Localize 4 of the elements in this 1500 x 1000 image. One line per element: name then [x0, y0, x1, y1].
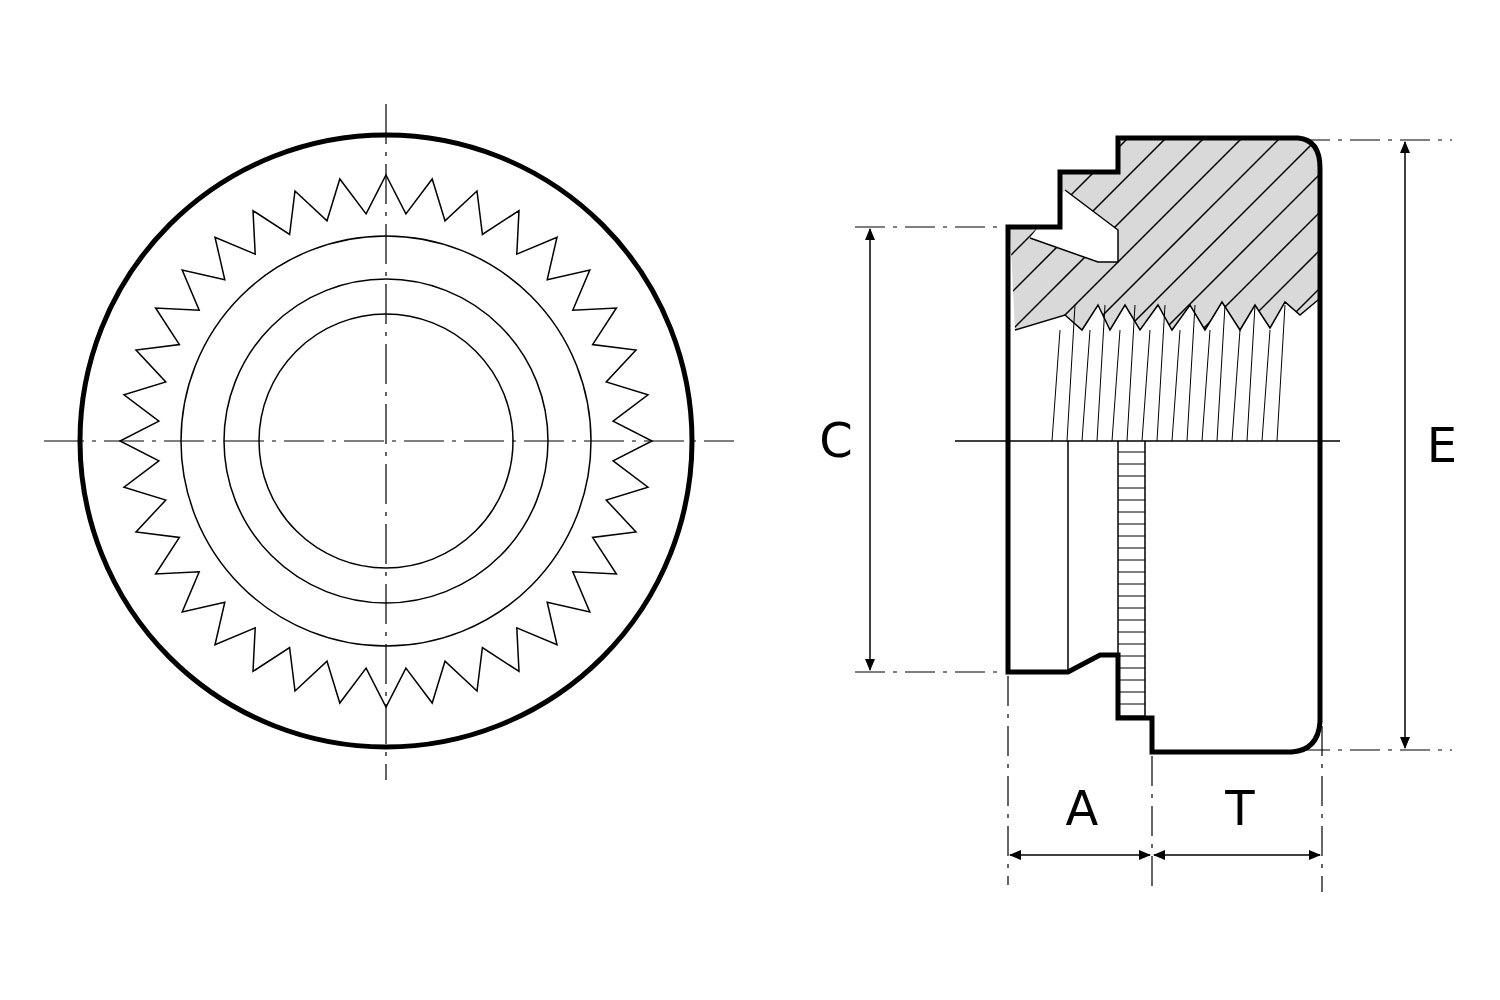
dimension-label: A — [1065, 784, 1099, 832]
dimension-label: T — [1225, 784, 1255, 832]
dimension-label: C — [819, 416, 853, 464]
dimension-label: E — [1426, 421, 1458, 469]
